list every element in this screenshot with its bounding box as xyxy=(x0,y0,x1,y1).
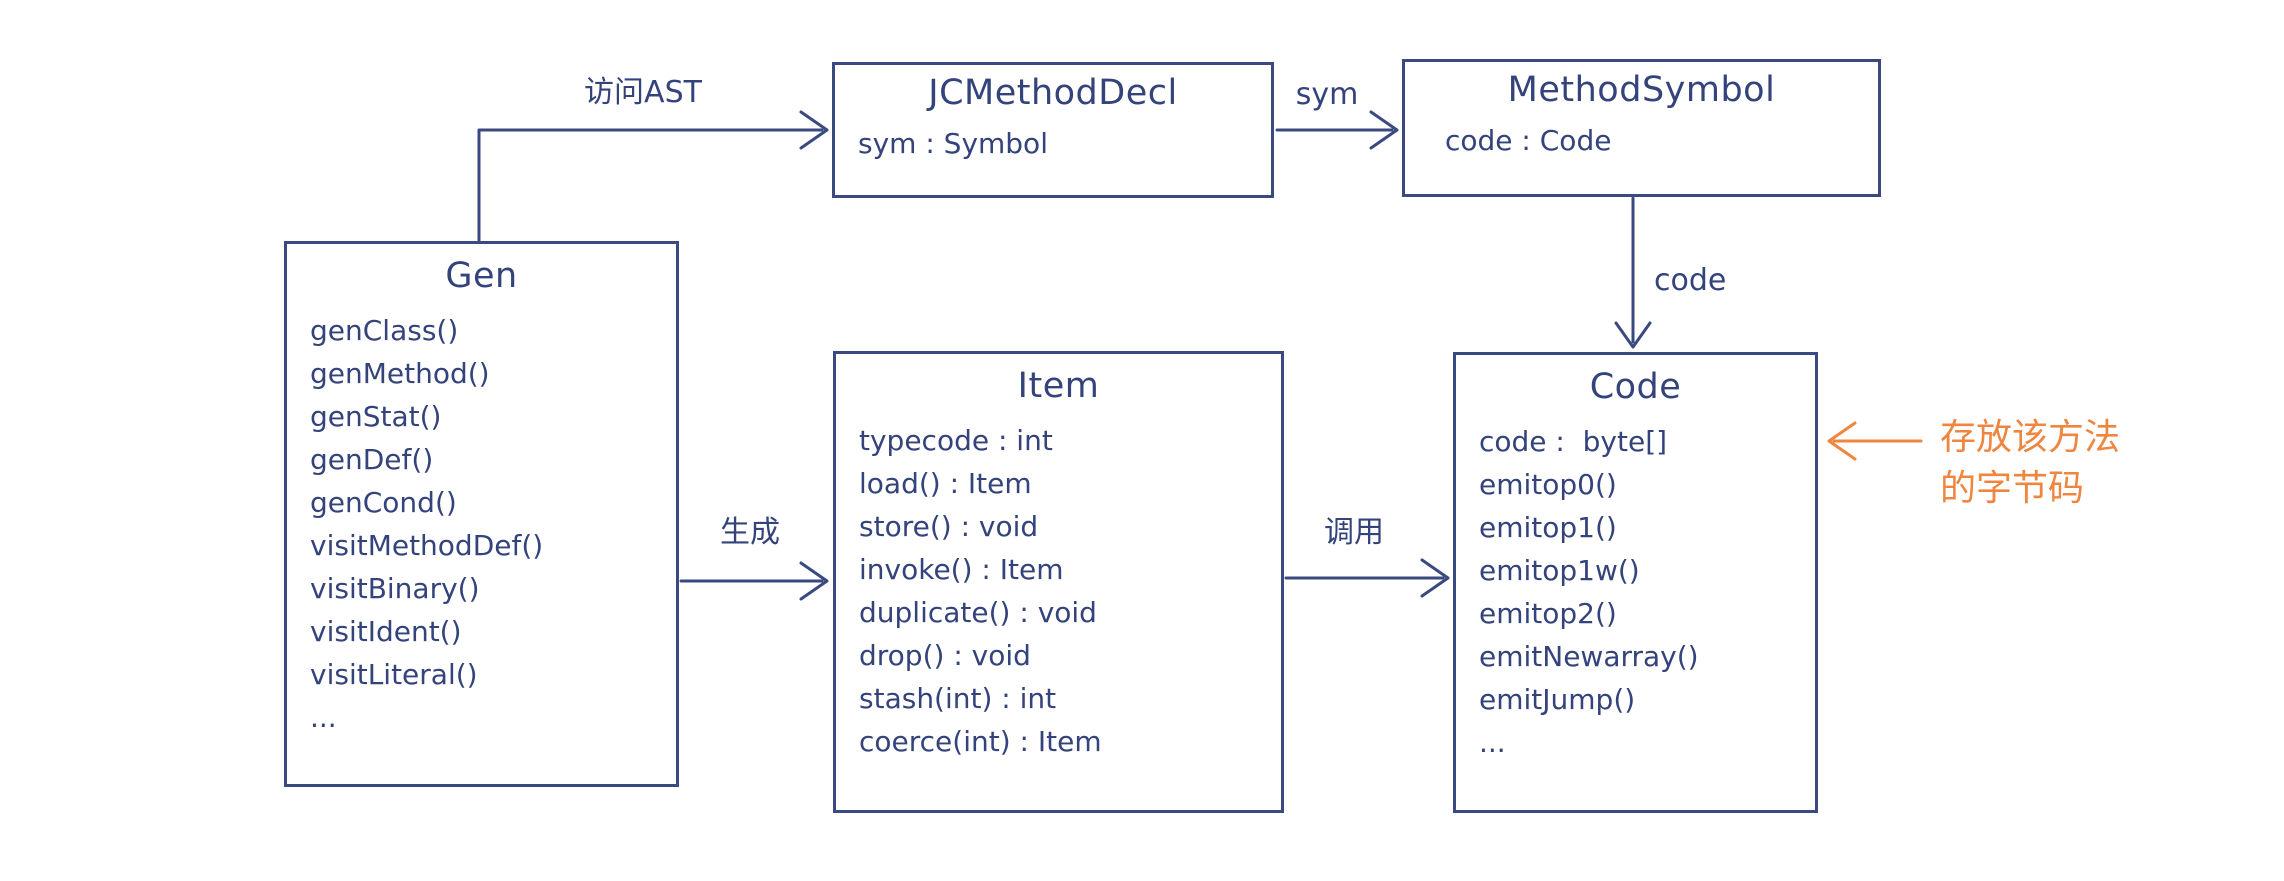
class-box-methodsymbol-title: MethodSymbol xyxy=(1507,70,1776,110)
member-row: typecode : int xyxy=(859,424,1053,457)
edge-jcmethoddecl-to-methodsymbol xyxy=(1275,110,1399,150)
annotation-bytecode-note-line2: 的字节码 xyxy=(1940,468,2085,509)
member-row: emitop0() xyxy=(1479,468,1617,501)
edge-label-code: code xyxy=(1654,263,1727,298)
class-box-item-title: Item xyxy=(1017,366,1100,406)
member-row: emitop1() xyxy=(1479,511,1617,544)
member-row: drop() : void xyxy=(859,639,1031,672)
class-box-jcmethoddecl-members: sym : Symbol xyxy=(835,116,1271,165)
arrowhead-right-icon xyxy=(799,561,829,601)
class-box-gen-members: genClass() genMethod() genStat() genDef() ge… xyxy=(287,299,676,739)
class-box-code-members: code : byte[] emitop0() emitop1() emitop1w(… xyxy=(1456,410,1815,764)
arrowhead-down-icon xyxy=(1614,321,1652,349)
member-row: genCond() xyxy=(310,486,457,519)
member-row: ... xyxy=(1479,726,1506,759)
edge-label-visit-ast: 访问AST xyxy=(584,75,702,110)
arrowhead-right-icon xyxy=(1369,110,1399,150)
class-box-methodsymbol: MethodSymbol code : Code xyxy=(1402,59,1881,197)
annotation-bytecode-note-line1: 存放该方法 xyxy=(1940,417,2121,458)
member-row: visitIdent() xyxy=(310,615,462,648)
member-row: duplicate() : void xyxy=(859,596,1097,629)
edge-item-to-code xyxy=(1284,558,1450,598)
arrowhead-left-icon xyxy=(1827,421,1857,461)
member-row: sym : Symbol xyxy=(858,127,1048,160)
class-box-jcmethoddecl-title: JCMethodDecl xyxy=(928,73,1178,113)
member-row: visitBinary() xyxy=(310,572,480,605)
member-row: invoke() : Item xyxy=(859,553,1064,586)
member-row: emitop2() xyxy=(1479,597,1617,630)
edge-annotation-to-code xyxy=(1827,421,1923,461)
class-box-item-members: typecode : int load() : Item store() : voi… xyxy=(836,409,1281,763)
member-row: coerce(int) : Item xyxy=(859,725,1102,758)
class-box-code-title: Code xyxy=(1589,367,1682,407)
member-row: genDef() xyxy=(310,443,434,476)
member-row: genStat() xyxy=(310,400,442,433)
member-row: load() : Item xyxy=(859,467,1032,500)
member-row: visitMethodDef() xyxy=(310,529,544,562)
member-row: genMethod() xyxy=(310,357,490,390)
edge-gen-to-jcmethoddecl xyxy=(477,110,829,243)
member-row: emitop1w() xyxy=(1479,554,1640,587)
member-row: genClass() xyxy=(310,314,459,347)
edge-methodsymbol-to-code xyxy=(1614,196,1652,349)
edge-label-invoke: 调用 xyxy=(1324,515,1384,550)
class-box-gen: Gen genClass() genMethod() genStat() genDef… xyxy=(284,241,679,787)
arrowhead-right-icon xyxy=(1420,558,1450,598)
class-box-code: Code code : byte[] emitop0() emitop1() emit… xyxy=(1453,352,1818,813)
member-row: code : byte[] xyxy=(1479,425,1668,458)
class-box-jcmethoddecl: JCMethodDecl sym : Symbol xyxy=(832,62,1274,198)
edge-gen-to-item xyxy=(679,561,829,601)
member-row: emitNewarray() xyxy=(1479,640,1699,673)
class-box-methodsymbol-members: code : Code xyxy=(1405,113,1878,162)
annotation-bytecode-note: 存放该方法 的字节码 xyxy=(1940,412,2120,514)
edge-label-sym: sym xyxy=(1295,77,1359,112)
class-box-gen-title: Gen xyxy=(445,256,518,296)
member-row: stash(int) : int xyxy=(859,682,1057,715)
member-row: visitLiteral() xyxy=(310,658,478,691)
member-row: ... xyxy=(310,701,337,734)
arrowhead-right-icon xyxy=(799,110,829,150)
class-box-item: Item typecode : int load() : Item store() … xyxy=(833,351,1284,813)
member-row: emitJump() xyxy=(1479,683,1636,716)
edge-label-generate: 生成 xyxy=(720,515,780,550)
member-row: store() : void xyxy=(859,510,1039,543)
member-row: code : Code xyxy=(1445,124,1612,157)
